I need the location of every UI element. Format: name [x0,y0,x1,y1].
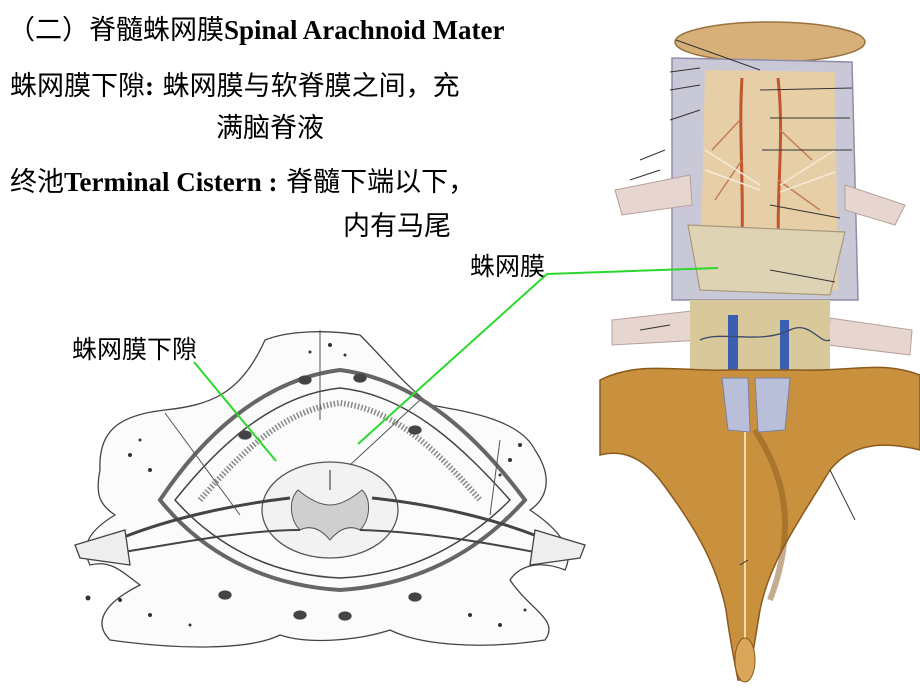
term-separator: : [145,71,154,101]
definition-terminal-cistern-line1: 终池Terminal Cistern : 脊髓下端以下， [10,160,475,199]
definition-text: 脊髓下端以下， [286,167,476,198]
spinal-cord-dorsal-illustration [599,21,920,683]
definition-text: 蛛网膜与软脊膜之间，充 [162,71,460,102]
term-terminal-cistern-en: Terminal Cistern [64,167,262,197]
leader-line-arachnoid-right [546,267,719,275]
spinal-cross-section-diagram [74,330,586,648]
term-separator: : [261,167,278,197]
title-english: Spinal Arachnoid Mater [224,15,505,45]
term-subarachnoid: 蛛网膜下隙 [10,71,145,102]
title-chinese: （二）脊髓蛛网膜 [8,15,224,46]
label-subarachnoid-space: 蛛网膜下隙 [72,335,198,364]
slide-title: （二）脊髓蛛网膜Spinal Arachnoid Mater [8,8,505,47]
leader-lines [193,267,719,462]
leader-line-arachnoid-left [357,273,548,445]
definition-terminal-cistern-line2: 内有马尾 [343,211,451,242]
term-terminal-cistern-cn: 终池 [10,167,64,198]
leader-line-subarachnoid [193,361,277,462]
label-arachnoid: 蛛网膜 [470,252,546,281]
definition-subarachnoid-line2: 满脑脊液 [216,113,324,144]
definition-subarachnoid-line1: 蛛网膜下隙: 蛛网膜与软脊膜之间，充 [10,64,460,103]
